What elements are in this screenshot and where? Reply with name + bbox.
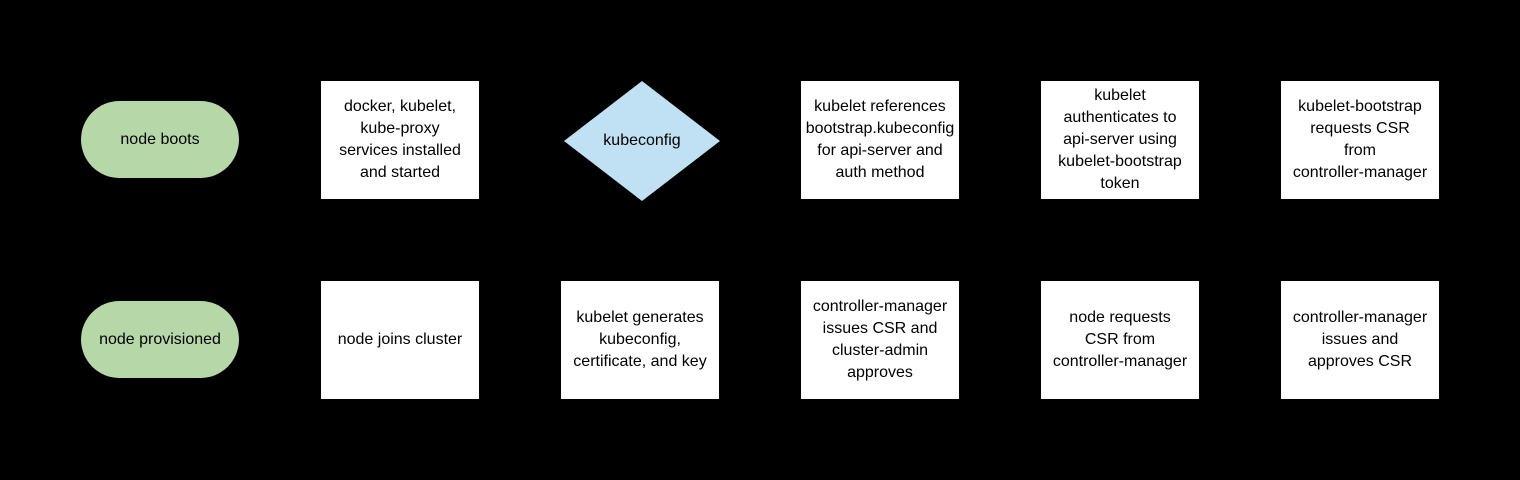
node-label-line: kubeconfig xyxy=(603,132,681,149)
node-label-line: requests CSR xyxy=(1310,120,1410,137)
flow-node-kubeconfig-decision: kubeconfig xyxy=(564,81,720,201)
node-label-line: auth method xyxy=(835,164,925,181)
node-label-line: controller-manager xyxy=(1052,353,1188,370)
flow-node-node-joins-cluster: node joins cluster xyxy=(321,281,479,399)
flow-node-kubelet-authenticates: kubelet authenticates to api-server using k… xyxy=(1041,81,1199,199)
node-label-line: from xyxy=(1344,142,1376,159)
flow-node-services-installed: docker, kubelet, kube-proxy services insta… xyxy=(321,81,479,199)
flow-node-kubelet-references-bootstrap: kubelet references bootstrap.kubeconfig fo… xyxy=(801,81,959,199)
node-label-line: docker, kubelet, xyxy=(343,98,457,115)
node-label-line: CSR from xyxy=(1084,331,1156,348)
node-label-line: approves CSR xyxy=(1307,353,1413,370)
node-label-line: services installed xyxy=(339,142,461,159)
flow-node-bootstrap-requests-csr: kubelet-bootstrap requests CSR from control… xyxy=(1281,81,1439,199)
node-label-line: controller-manager xyxy=(812,298,948,315)
node-label-line: kubelet xyxy=(1094,87,1146,104)
node-label-line: issues CSR and xyxy=(822,320,938,337)
node-label-line: controller-manager xyxy=(1292,309,1428,326)
node-label-line: kube-proxy xyxy=(360,120,440,137)
node-label-line: issues and xyxy=(1321,331,1399,348)
flow-node-cm-issues-csr-admin-approves: controller-manager issues CSR and cluster-… xyxy=(801,281,959,399)
flow-node-cm-issues-and-approves-csr: controller-manager issues and approves CSR xyxy=(1281,281,1439,399)
node-label-line: node requests xyxy=(1069,309,1171,326)
node-label-line: for api-server and xyxy=(817,142,943,159)
node-label-line: node joins cluster xyxy=(337,331,463,348)
node-label-line: certificate, and key xyxy=(573,353,707,370)
node-label-line: kubelet generates xyxy=(576,309,704,326)
node-label-line: node boots xyxy=(120,130,200,148)
node-label-line: kubelet references xyxy=(814,98,946,115)
flow-node-kubelet-generates: kubelet generates kubeconfig, certificate,… xyxy=(561,281,719,399)
node-label-line: controller-manager xyxy=(1292,164,1428,181)
node-label-line: api-server using xyxy=(1063,131,1177,148)
node-label-line: kubelet-bootstrap xyxy=(1058,153,1182,170)
node-label-line: kubelet-bootstrap xyxy=(1298,98,1422,115)
node-label-line: and started xyxy=(359,164,441,181)
flow-node-node-boots: node boots xyxy=(81,101,239,178)
node-label-line: kubeconfig, xyxy=(599,331,681,348)
node-label-line: approves xyxy=(847,364,913,381)
node-label-line: authenticates to xyxy=(1063,109,1177,126)
node-label-line: token xyxy=(1100,175,1140,192)
node-label-line: node provisioned xyxy=(99,330,221,348)
node-label-line: bootstrap.kubeconfig xyxy=(805,120,955,137)
flow-node-node-provisioned: node provisioned xyxy=(81,301,239,378)
node-label-line: cluster-admin xyxy=(831,342,929,359)
